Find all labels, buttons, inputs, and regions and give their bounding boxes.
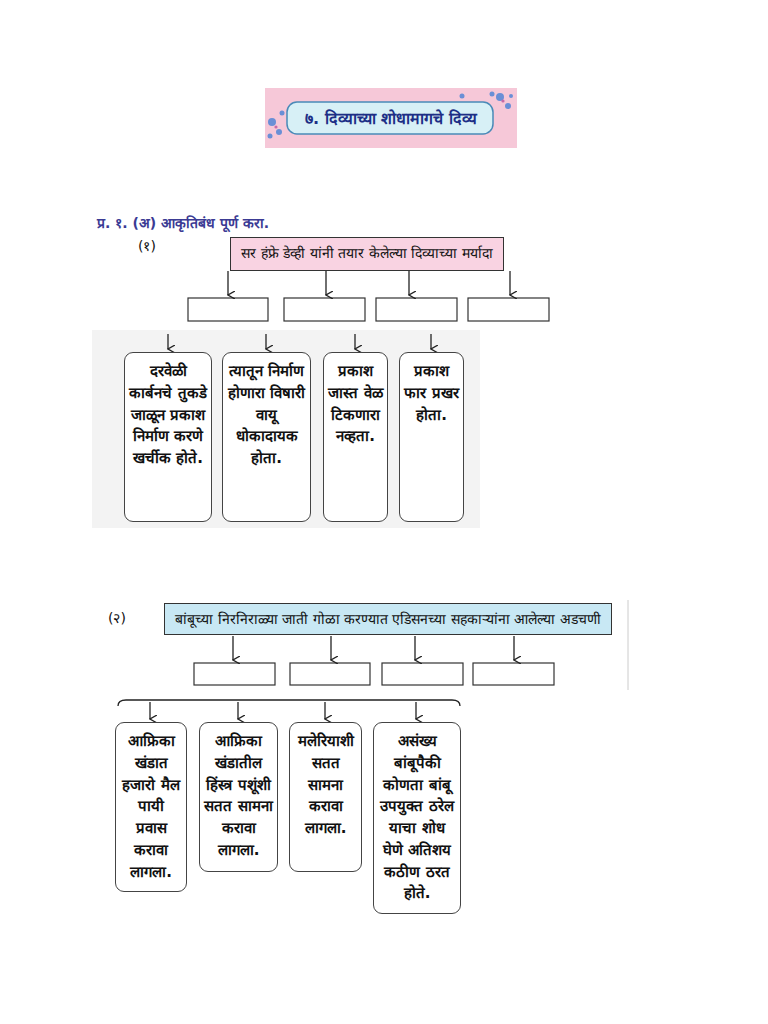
box-text: बांबूच्या निरनिराळ्या जाती गोळा करण्यात … xyxy=(175,609,601,628)
diagram-two-frame xyxy=(118,600,628,719)
answer-box: आफ्रिका खंडात हजारो मैल पायी प्रवास कराव… xyxy=(115,722,187,892)
answer-box: दरवेळी कार्बनचे तुकडे जाळून प्रकाश निर्म… xyxy=(124,352,212,522)
question-label: प्र. १. (अ) आकृतिबंध पूर्ण करा. xyxy=(97,213,269,232)
title-text: ७. दिव्याच्या शोधामागचे दिव्य xyxy=(305,107,477,129)
box-text: प्रकाश जास्त वेळ टिकणारा नव्हता. xyxy=(328,361,383,448)
answer-box: प्रकाश जास्त वेळ टिकणारा नव्हता. xyxy=(323,352,388,522)
box-text: प्रकाश फार प्रखर होता. xyxy=(404,361,459,426)
box-text: दरवेळी कार्बनचे तुकडे जाळून प्रकाश निर्म… xyxy=(129,361,207,470)
answer-box: आफ्रिका खंडातील हिंस्त्र पशूंशी सतत सामन… xyxy=(199,722,278,872)
box-text: असंख्य बांबूपैकी कोणता बांबू उपयुक्त ठरे… xyxy=(378,731,456,905)
box-text: आफ्रिका खंडातील हिंस्त्र पशूंशी सतत सामन… xyxy=(204,731,273,862)
title-banner xyxy=(265,88,517,148)
part-number: (१) xyxy=(138,236,156,255)
heading-box: सर हंफ्रे डेव्ही यांनी तयार केलेल्या दिव… xyxy=(230,237,503,271)
box-text: त्यातून निर्माण होणारा विषारी वायू धोकाद… xyxy=(227,361,306,470)
box-text: आफ्रिका खंडात हजारो मैल पायी प्रवास कराव… xyxy=(120,731,182,883)
answer-box: असंख्य बांबूपैकी कोणता बांबू उपयुक्त ठरे… xyxy=(373,722,461,914)
part-number: (२) xyxy=(108,608,126,627)
diagram-one-frame xyxy=(92,271,549,528)
answer-box: प्रकाश फार प्रखर होता. xyxy=(399,352,464,522)
bracket xyxy=(118,700,460,706)
answer-box: मलेरियाशी सतत सामना करावा लागला. xyxy=(289,722,362,872)
box-text: मलेरियाशी सतत सामना करावा लागला. xyxy=(294,731,357,840)
answer-box: त्यातून निर्माण होणारा विषारी वायू धोकाद… xyxy=(222,352,311,522)
heading-box: बांबूच्या निरनिराळ्या जाती गोळा करण्यात … xyxy=(164,603,612,635)
box-text: सर हंफ्रे डेव्ही यांनी तयार केलेल्या दिव… xyxy=(241,243,492,262)
